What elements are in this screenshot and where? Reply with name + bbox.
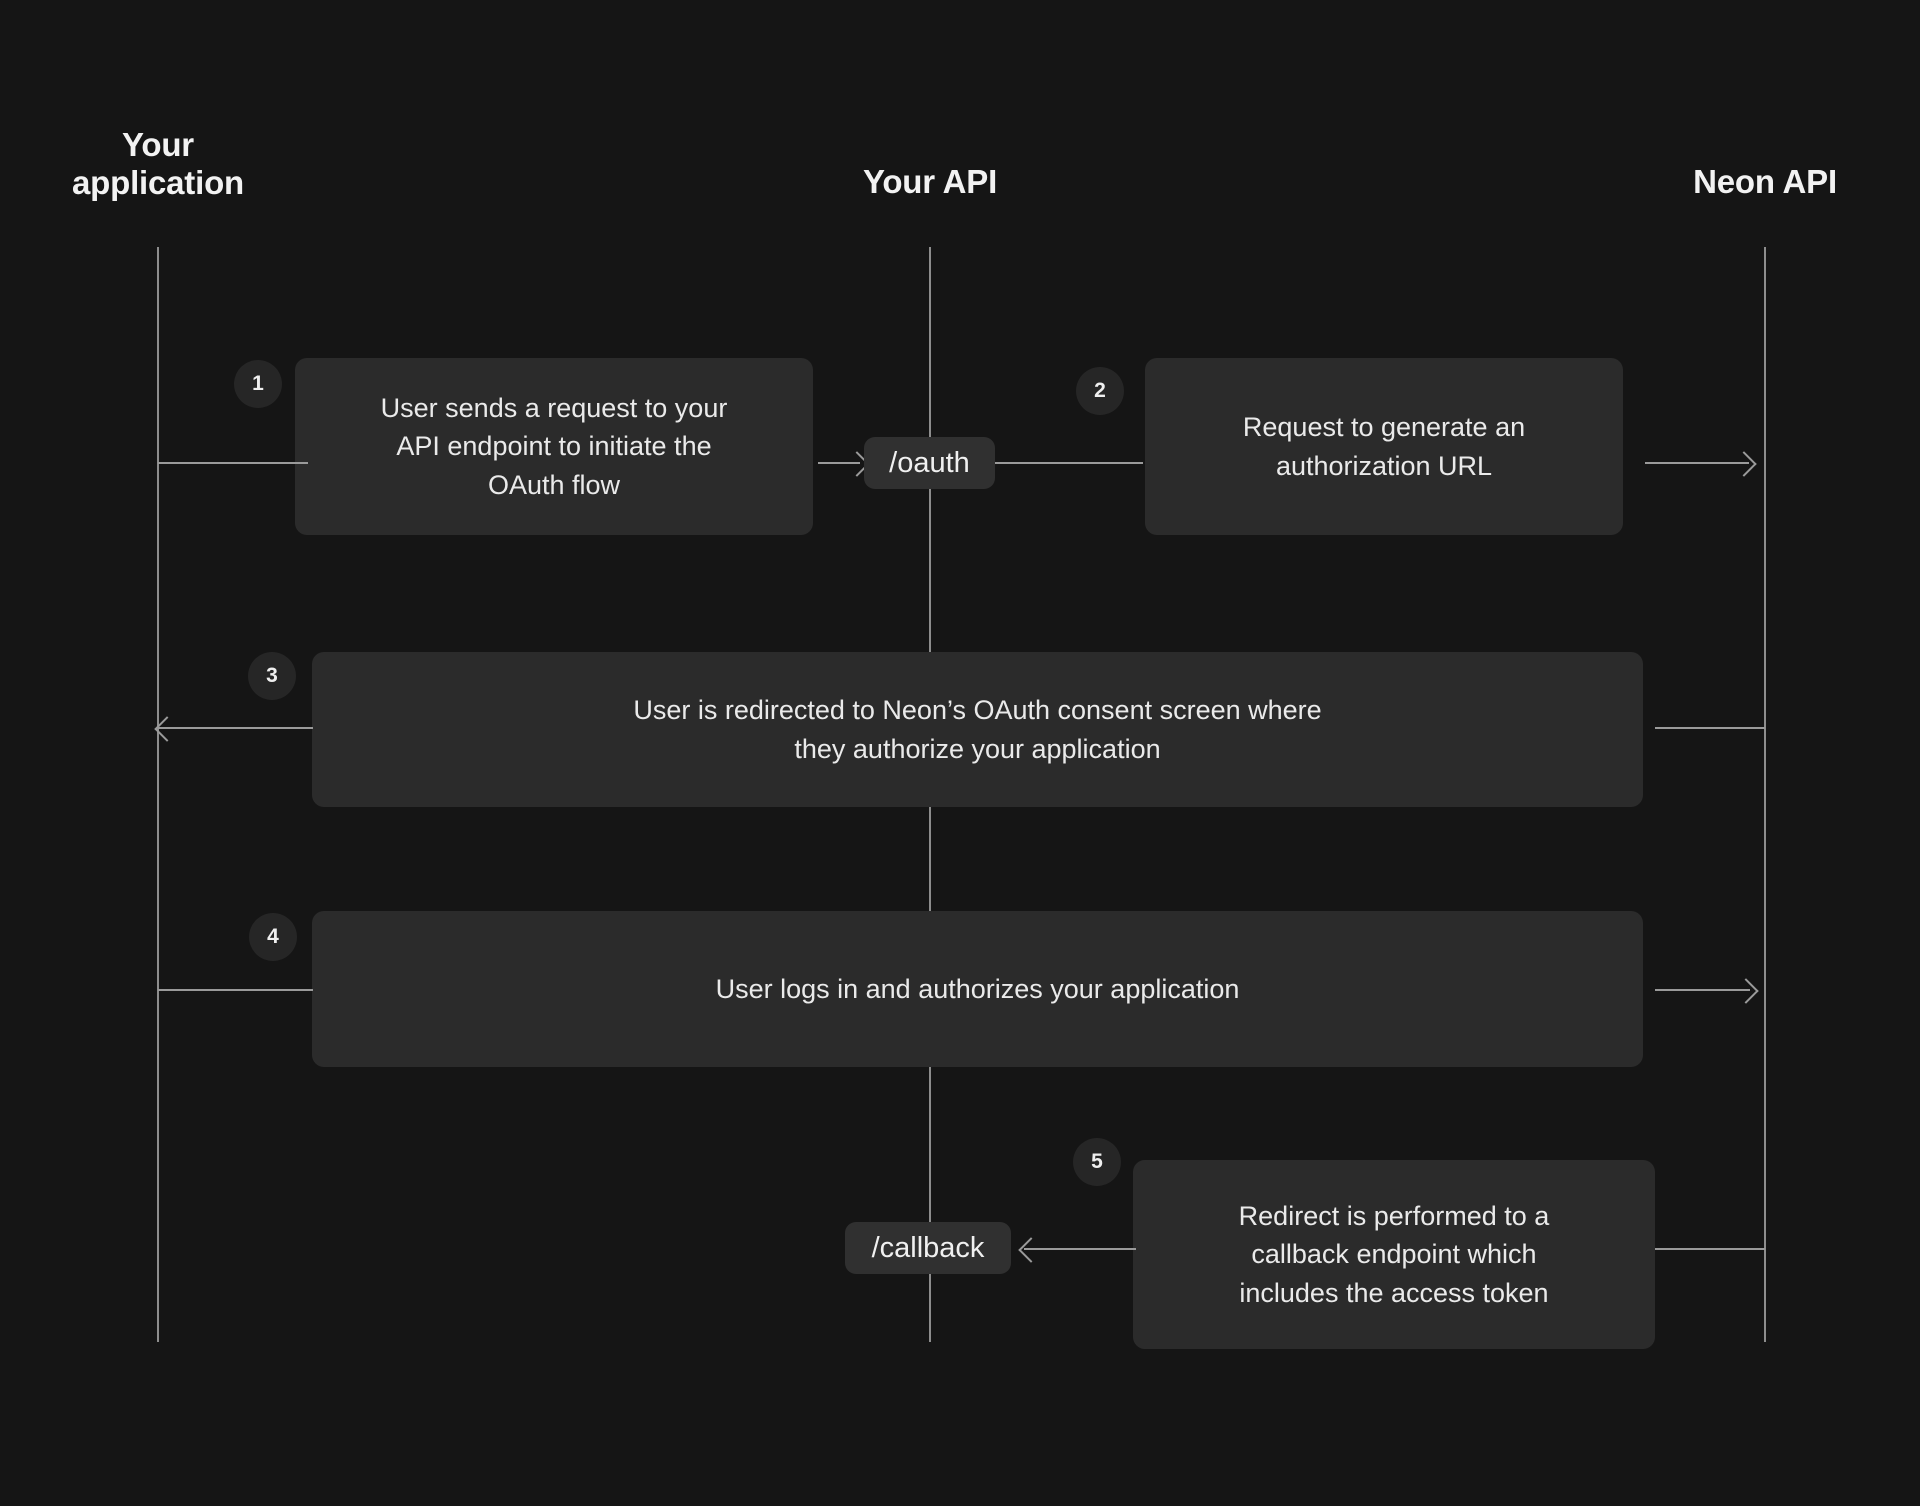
connector-oauth-to-step2 [995, 462, 1143, 464]
connector-step3-right [1655, 727, 1765, 729]
step-badge-2: 2 [1076, 367, 1124, 415]
step-badge-5: 5 [1073, 1138, 1121, 1186]
step-text-3: User is redirected to Neon’s OAuth conse… [633, 695, 1322, 764]
step-badge-1: 1 [234, 360, 282, 408]
lifeline-neon-api [1764, 247, 1766, 1342]
arrowhead-step5-to-callback [1018, 1237, 1044, 1263]
connector-step5-to-callback [1024, 1248, 1136, 1250]
connector-step5-from-neon [1655, 1248, 1765, 1250]
step-badge-3: 3 [248, 652, 296, 700]
step-text-1: User sends a request to your API endpoin… [380, 393, 728, 500]
connector-step3-left [158, 727, 313, 729]
lifeline-your-application [157, 247, 159, 1342]
step-box-2: Request to generate an authorization URL [1145, 358, 1623, 535]
connector-step4-left [158, 989, 313, 991]
lane-title-your-application: Your application [72, 126, 244, 202]
connector-step1-left [158, 462, 308, 464]
step-box-5: Redirect is performed to a callback endp… [1133, 1160, 1655, 1349]
step-box-1: User sends a request to your API endpoin… [295, 358, 813, 535]
arrowhead-step2-to-neon [1731, 451, 1757, 477]
endpoint-pill-callback[interactable]: /callback [845, 1222, 1011, 1274]
step-badge-4: 4 [249, 913, 297, 961]
step-text-2: Request to generate an authorization URL [1242, 412, 1526, 481]
step-text-5: Redirect is performed to a callback endp… [1238, 1201, 1550, 1308]
step-box-3: User is redirected to Neon’s OAuth conse… [312, 652, 1643, 807]
connector-step1-to-oauth [818, 462, 860, 464]
connector-step4-to-neon [1655, 989, 1750, 991]
step-box-4: User logs in and authorizes your applica… [312, 911, 1643, 1067]
step-text-4: User logs in and authorizes your applica… [715, 973, 1240, 1004]
lane-title-neon-api: Neon API [1693, 163, 1837, 200]
arrowhead-step4-to-neon [1733, 978, 1759, 1004]
endpoint-pill-oauth[interactable]: /oauth [864, 437, 995, 489]
lane-title-your-api: Your API [862, 163, 998, 200]
connector-step2-to-neon [1645, 462, 1749, 464]
